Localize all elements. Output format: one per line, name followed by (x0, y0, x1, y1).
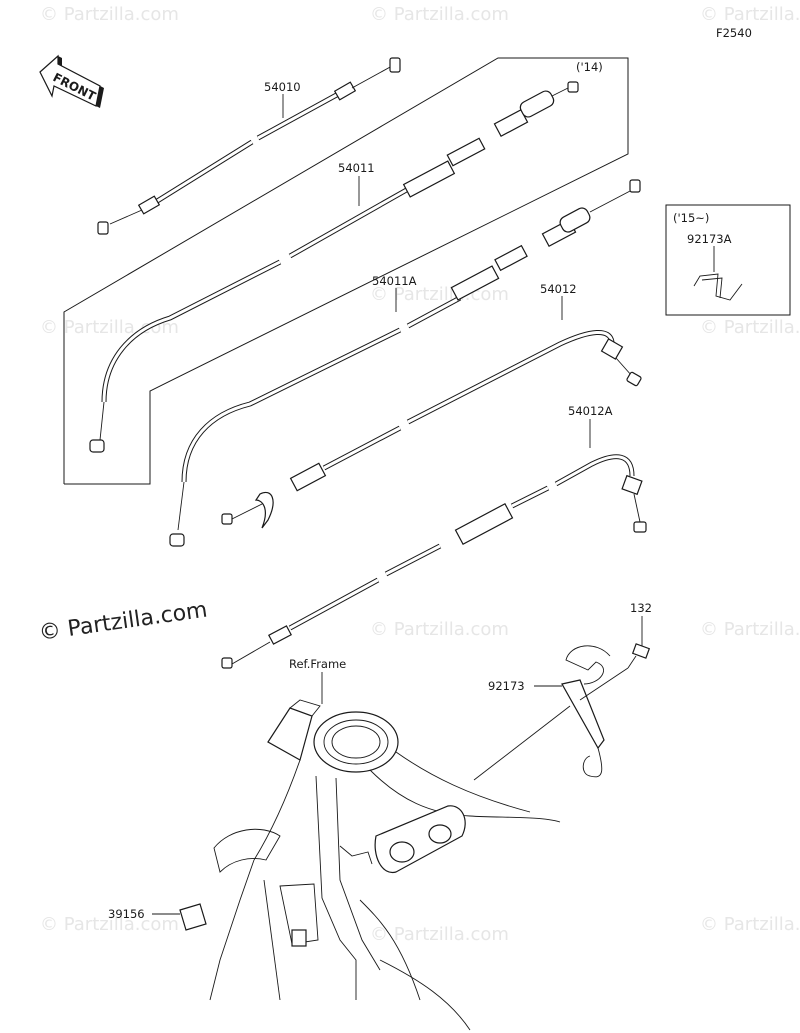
cable-54011 (89, 81, 579, 453)
part-label-54012: 54012 (540, 282, 577, 296)
watermark-mid-left: © Partzilla.com (40, 317, 179, 338)
part-label-92173: 92173 (488, 679, 525, 693)
cable-54011A (169, 179, 641, 547)
watermark-top-center: © Partzilla.com (370, 4, 509, 25)
cable-54012A (221, 454, 647, 669)
clip-92173A (693, 273, 743, 301)
part-label-54010: 54010 (264, 80, 301, 94)
watermark-bottom-left: © Partzilla.com (40, 914, 179, 935)
watermark-bottom-center: © Partzilla.com (370, 924, 509, 945)
note-year-14: ('14) (576, 60, 603, 74)
part-label-92173A: 92173A (687, 232, 732, 246)
group-box-2014 (63, 57, 629, 485)
watermark-top-right: © Partzilla.com (700, 4, 800, 25)
watermark-mid-right: © Partzilla.com (700, 317, 800, 338)
watermark-low-right: © Partzilla.com (700, 619, 800, 640)
watermark-main: © Partzilla.com (37, 598, 209, 646)
part-label-132: 132 (630, 601, 652, 615)
watermark-top-left: © Partzilla.com (40, 4, 179, 25)
part-label-39156: 39156 (108, 907, 145, 921)
part-label-54011: 54011 (338, 161, 375, 175)
cable-54012 (221, 329, 642, 529)
note-year-15: ('15~) (673, 211, 709, 225)
watermark-low-center: © Partzilla.com (370, 619, 509, 640)
diagram-code: F2540 (716, 26, 752, 40)
front-arrow-icon: FRONT (39, 54, 104, 108)
cable-54010 (97, 57, 401, 235)
group-box-2015 (665, 204, 791, 316)
ref-frame-label: Ref.Frame (289, 657, 346, 671)
watermark-bottom-right: © Partzilla.com (700, 914, 800, 935)
label-39156 (179, 903, 207, 931)
part-label-54012A: 54012A (568, 404, 613, 418)
part-label-54011A: 54011A (372, 274, 417, 288)
clamp-92173 (561, 645, 611, 778)
ref-frame (209, 699, 561, 1031)
bolt-132 (627, 616, 651, 669)
watermark-layer: © Partzilla.com © Partzilla.com © Partzi… (40, 4, 800, 945)
